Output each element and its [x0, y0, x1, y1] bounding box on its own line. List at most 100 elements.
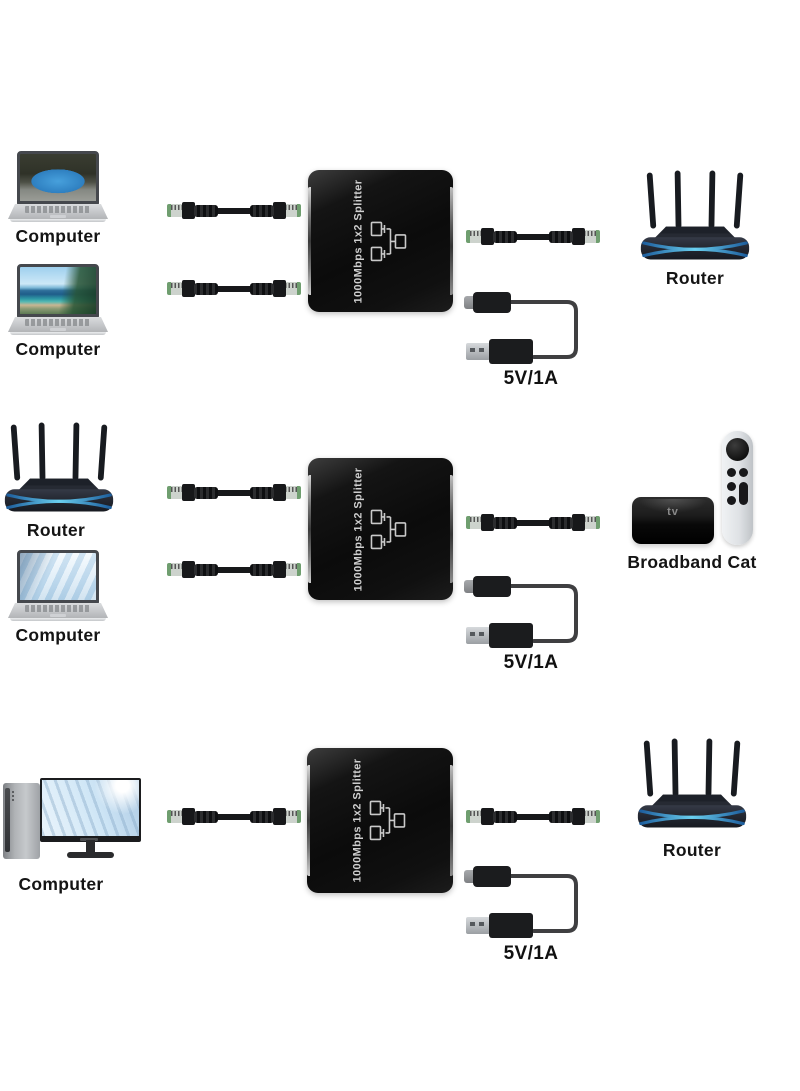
router-icon [1, 420, 117, 514]
router-icon [634, 736, 750, 830]
micro-usb-body [473, 576, 511, 597]
remote-button [727, 482, 736, 491]
usb-power-cable-icon [464, 286, 586, 370]
rj45-connector [167, 804, 218, 830]
splitter-label: 1000Mbps 1x2 Splitter [351, 758, 364, 883]
router-icon [637, 168, 753, 262]
ethernet-cable-icon [466, 224, 600, 250]
monitor-base [67, 852, 114, 858]
cable-wire [512, 234, 554, 240]
device-label: Computer [15, 339, 101, 359]
ethernet-cable-icon [466, 510, 600, 536]
cable-wire [213, 567, 255, 573]
splitter-label: 1000Mbps 1x2 Splitter [351, 467, 364, 591]
laptop-base [10, 219, 106, 222]
laptop-keyboard [8, 603, 108, 618]
device-label: Router [662, 840, 722, 860]
power-spec-label: 5V/1A [503, 368, 559, 389]
rj45-connector [167, 198, 218, 224]
set-top-box-icon: tv [632, 497, 714, 544]
laptop-keyboard [8, 317, 108, 332]
remote-control-icon [722, 431, 753, 545]
cable-wire [512, 814, 554, 820]
splitter-print: 1000Mbps 1x2 Splitter [307, 748, 453, 893]
usb-a-body [489, 913, 533, 938]
usb-a-plug [466, 343, 490, 360]
laptop-icon [8, 151, 108, 222]
rj45-connector [167, 480, 218, 506]
ethernet-cable-icon [167, 198, 301, 224]
splitter-print: 1000Mbps 1x2 Splitter [308, 458, 453, 600]
micro-usb-body [473, 292, 511, 313]
laptop-icon [8, 550, 108, 621]
splitter-device: 1000Mbps 1x2 Splitter [307, 748, 453, 893]
usb-a-plug [466, 627, 490, 644]
usb-power-cable-icon [464, 860, 586, 944]
ethernet-cable-icon [167, 557, 301, 583]
splitter-topology-icon [370, 509, 406, 549]
device-label: Computer [15, 226, 101, 246]
splitter-device: 1000Mbps 1x2 Splitter [308, 170, 453, 312]
monitor-stand [86, 840, 95, 853]
laptop-icon [8, 264, 108, 335]
usb-power-cable-icon [464, 570, 586, 654]
rj45-connector [250, 804, 301, 830]
device-label: Broadband Cat [627, 552, 757, 572]
usb-wire [508, 874, 578, 933]
splitter-topology-icon [369, 800, 406, 841]
usb-a-body [489, 623, 533, 648]
rj45-connector [167, 557, 218, 583]
ethernet-cable-icon [167, 804, 301, 830]
cable-wire [512, 520, 554, 526]
remote-button [727, 468, 736, 477]
usb-wire [508, 584, 578, 643]
ethernet-cable-icon [167, 276, 301, 302]
rj45-connector [250, 557, 301, 583]
laptop-screen-beach-wallpaper [17, 264, 99, 318]
set-top-box-logo: tv [667, 506, 679, 518]
remote-button [739, 468, 748, 477]
micro-usb-body [473, 866, 511, 887]
rj45-connector [549, 510, 600, 536]
rj45-connector [466, 510, 517, 536]
laptop-screen-city-wallpaper [17, 550, 99, 604]
rj45-connector [466, 804, 517, 830]
monitor-screen [40, 778, 141, 842]
splitter-print: 1000Mbps 1x2 Splitter [308, 170, 453, 312]
ethernet-cable-icon [167, 480, 301, 506]
micro-usb-plug [464, 296, 474, 309]
usb-wire [508, 300, 578, 359]
device-label: Router [665, 268, 725, 288]
laptop-keyboard [8, 204, 108, 219]
remote-volume-rocker [739, 482, 748, 505]
micro-usb-plug [464, 580, 474, 593]
remote-click-pad [726, 438, 749, 461]
rj45-connector [549, 224, 600, 250]
laptop-base [10, 618, 106, 621]
splitter-label: 1000Mbps 1x2 Splitter [351, 179, 364, 303]
cable-wire [213, 490, 255, 496]
laptop-screen-car-wallpaper [17, 151, 99, 205]
laptop-base [10, 332, 106, 335]
rj45-connector [250, 480, 301, 506]
cable-wire [213, 286, 255, 292]
cable-wire [213, 208, 255, 214]
device-label: Computer [18, 874, 104, 894]
power-spec-label: 5V/1A [503, 943, 559, 964]
rj45-connector [549, 804, 600, 830]
splitter-topology-icon [370, 221, 406, 261]
device-label: Computer [15, 625, 101, 645]
desktop-monitor-icon [40, 778, 141, 858]
device-label: Router [26, 520, 86, 540]
desktop-tower-icon [3, 783, 40, 859]
usb-a-plug [466, 917, 490, 934]
rj45-connector [250, 276, 301, 302]
rj45-connector [167, 276, 218, 302]
cable-wire [213, 814, 255, 820]
rj45-connector [466, 224, 517, 250]
ethernet-cable-icon [466, 804, 600, 830]
remote-button [727, 496, 736, 505]
power-spec-label: 5V/1A [503, 652, 559, 673]
splitter-device: 1000Mbps 1x2 Splitter [308, 458, 453, 600]
